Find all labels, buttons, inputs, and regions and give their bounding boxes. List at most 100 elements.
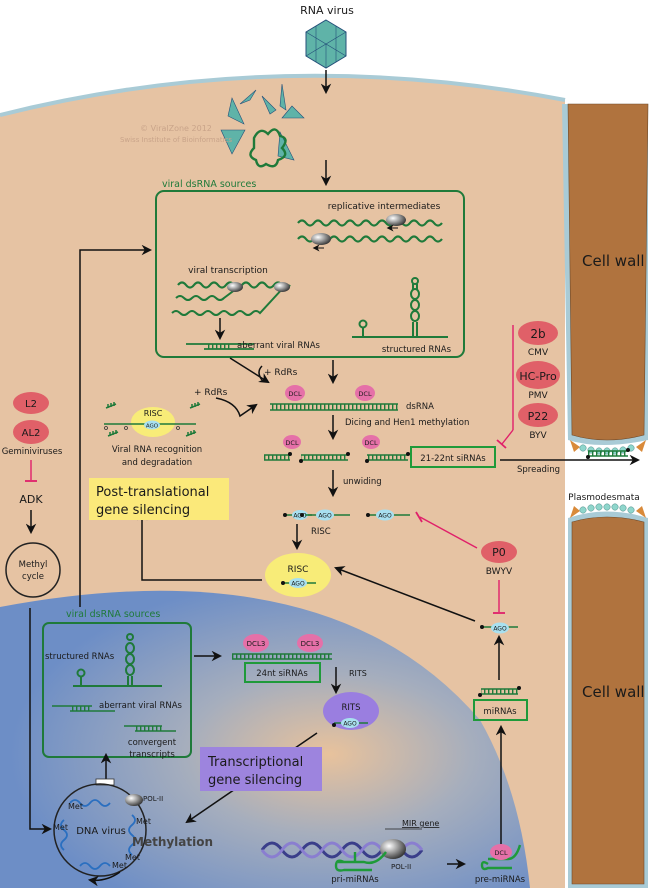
dcl-enzyme-2: DCL <box>355 385 375 401</box>
methylation-label: Methylation <box>132 835 213 849</box>
dcl-label: DCL <box>285 439 299 447</box>
suppressor-virus: PMV <box>528 391 548 401</box>
mirna-ago-complex: AGO <box>480 622 518 634</box>
methyl-cycle-line2: cycle <box>22 572 44 582</box>
nuclear-export-arrow <box>79 244 153 607</box>
mirna-box-label: miRNAs <box>483 707 517 717</box>
met-label: Met <box>53 823 68 832</box>
ago-label: AGO <box>318 513 332 520</box>
tgs-line2: gene silencing <box>208 773 302 788</box>
aberrant-label-cyto: aberrant viral RNAs <box>237 341 321 351</box>
rna-virus-label: RNA virus <box>300 4 354 17</box>
cyto-sources-heading: viral dsRNA sources <box>162 179 256 190</box>
viral-transcription-label: viral transcription <box>188 266 268 276</box>
suppressor-l2: L2 <box>13 392 49 414</box>
convergent-line2: transcripts <box>129 750 175 760</box>
rdrs-left-label: + RdRs <box>194 388 228 398</box>
mirna-duplex-icon <box>478 686 521 697</box>
suppressor-virus: CMV <box>528 348 549 358</box>
suppressor-protein: HC-Pro <box>519 370 557 383</box>
convergent-line1: convergent <box>128 738 177 748</box>
dna-virus-genome-icon <box>60 799 136 870</box>
geminiviruses-label: Geminiviruses <box>2 447 63 457</box>
ago-label: AGO <box>291 581 305 588</box>
dcl-label: DCL <box>494 849 508 857</box>
mirna-box <box>473 699 528 721</box>
rdrs-curve-top <box>258 365 263 381</box>
dsrna-icon <box>270 403 398 411</box>
dicing-label: Dicing and Hen1 methylation <box>345 418 469 428</box>
tgs-line1: Transcriptional <box>207 755 303 770</box>
rits-step-label: RITS <box>349 669 367 678</box>
suppressor-protein: P0 <box>492 546 506 559</box>
watermark-line2: Swiss Institute of Bioinformatics <box>120 136 232 144</box>
structured-rna-icon <box>352 277 448 338</box>
plasmodesmata-label: Plasmodesmata <box>568 493 640 503</box>
sirna-21-22-box <box>410 446 496 468</box>
dsrna-label: dsRNA <box>406 402 434 412</box>
promoter-icon <box>95 778 115 786</box>
aberrant-rna-icon <box>186 343 254 350</box>
dcl-label: DCL <box>358 390 372 398</box>
dcl3-enzyme-1: DCL3 <box>243 634 269 652</box>
ago-label: AGO <box>378 513 392 520</box>
ago-label: AGO <box>343 721 357 728</box>
mir-gene-label: MIR gene <box>402 819 439 828</box>
ago-label: AGO <box>493 626 507 633</box>
recognition-caption-2: and degradation <box>122 458 192 468</box>
nuc-sources-heading: viral dsRNA sources <box>66 609 160 620</box>
l2-label: L2 <box>25 399 37 410</box>
dcl-enzyme-3: DCL <box>283 435 301 449</box>
dna-virus-circle <box>53 783 147 877</box>
pre-mirna-dcl: DCL <box>490 844 512 860</box>
cell-wall-label-bottom: Cell wall <box>582 683 645 701</box>
convergent-transcripts-icon <box>124 725 176 732</box>
replicative-label: replicative intermediates <box>328 202 441 212</box>
viral-genome-icon <box>249 128 287 168</box>
cell-wall <box>562 103 649 888</box>
p0-inhibit-bar-1 <box>415 511 423 523</box>
cyto-sources-box <box>155 190 465 358</box>
suppressor-protein: 2b <box>530 327 545 341</box>
dcl3-enzyme-2: DCL3 <box>297 634 323 652</box>
rna-virus-capsid-icon <box>305 19 347 69</box>
mir-pol-label: POL-II <box>391 863 411 871</box>
nuc-dsrna-icon <box>232 653 332 660</box>
suppressor-al2: AL2 <box>13 420 49 444</box>
suppressor-virus: BWYV <box>486 567 513 577</box>
risc-to-ptgs-arrow <box>136 509 262 581</box>
suppressor-protein: P22 <box>528 410 549 423</box>
plasmodesmata-sirna-icon <box>586 448 630 459</box>
rits-complex: RITS AGO <box>323 692 379 730</box>
pri-mirna-label: pri-miRNAs <box>331 875 379 885</box>
dcl3-label: DCL3 <box>247 640 266 648</box>
risc-recognition-complex: RISC AGO <box>104 402 201 437</box>
dna-virus-pol-icon <box>125 794 143 806</box>
rdrs-top-label: + RdRs <box>264 368 298 378</box>
risc-label: RISC <box>288 565 309 575</box>
met-label: Met <box>136 817 151 826</box>
risc-complex: RISC AGO <box>265 553 331 597</box>
met-label: Met <box>125 853 140 862</box>
suppressor-hc-pro: HC-Pro PMV <box>516 361 560 401</box>
suppressor-2b: 2b CMV <box>518 321 558 358</box>
nuc-sources-box <box>42 622 192 758</box>
plasma-membrane <box>0 73 566 117</box>
mirna-ago-to-risc-arrow <box>334 566 476 622</box>
inhibit-connector <box>501 429 514 445</box>
rits-label: RITS <box>341 703 360 713</box>
methyl-cycle-line1: Methyl <box>19 560 48 570</box>
recognition-risc-label: RISC <box>144 409 163 418</box>
aberrant-to-dsrna-arrow <box>229 357 270 384</box>
nuc-structured-label: structured RNAs <box>45 652 115 662</box>
structured-label-cyto: structured RNAs <box>382 345 452 355</box>
risc-to-dsrna-arrow <box>215 397 258 418</box>
nuc-structured-rna-icon <box>73 633 162 687</box>
methyl-cycle-circle <box>5 542 61 598</box>
pre-mirna-label: pre-miRNAs <box>475 875 526 885</box>
ptgs-box <box>89 478 229 520</box>
al2-label: AL2 <box>22 428 41 439</box>
risc-step-label: RISC <box>311 527 331 537</box>
